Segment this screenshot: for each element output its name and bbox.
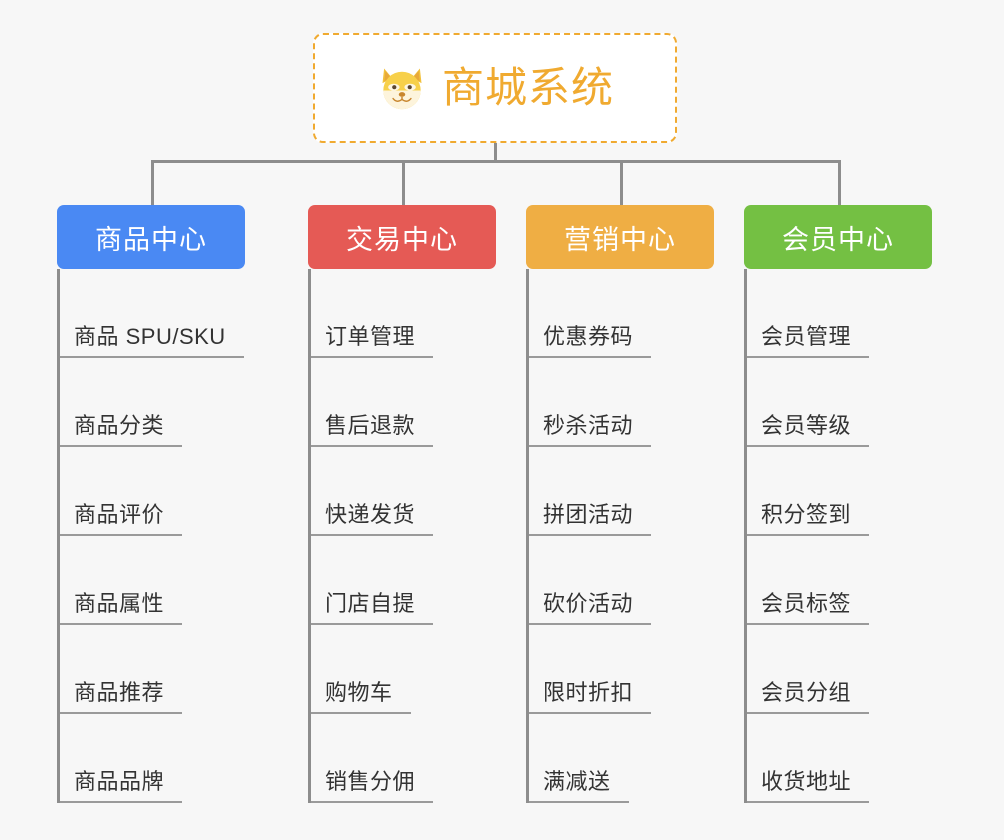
leaf-item[interactable]: 砍价活动: [529, 536, 714, 625]
leaf-underline: 售后退款: [311, 408, 434, 447]
leaf-label: 优惠券码: [543, 324, 634, 349]
leaf-underline: 拼团活动: [529, 497, 652, 536]
leaf-label: 快递发货: [325, 502, 416, 527]
leaf-label: 秒杀活动: [543, 413, 634, 438]
leaf-underline: 订单管理: [311, 319, 434, 358]
leaf-underline: 快递发货: [311, 497, 434, 536]
leaf-underline: 会员等级: [747, 408, 870, 447]
leaf-label: 砍价活动: [543, 591, 634, 616]
root-node[interactable]: 商城系统: [313, 33, 677, 143]
leaf-label: 售后退款: [325, 413, 416, 438]
leaf-underline: 商品品牌: [60, 764, 183, 803]
leaf-underline: 销售分佣: [311, 764, 434, 803]
leaf-item[interactable]: 售后退款: [311, 358, 496, 447]
leaf-underline: 收货地址: [747, 764, 870, 803]
leaf-label: 销售分佣: [325, 769, 416, 794]
leaf-label: 限时折扣: [543, 680, 634, 705]
category-box-member-center[interactable]: 会员中心: [744, 205, 932, 269]
leaf-item[interactable]: 快递发货: [311, 447, 496, 536]
leaf-item[interactable]: 购物车: [311, 625, 496, 714]
drop-connector-2: [402, 160, 405, 205]
leaf-list-marketing-center: 优惠券码秒杀活动拼团活动砍价活动限时折扣满减送: [526, 269, 714, 803]
leaf-item[interactable]: 门店自提: [311, 536, 496, 625]
leaf-underline: 限时折扣: [529, 675, 652, 714]
category-label: 营销中心: [564, 224, 676, 255]
leaf-item[interactable]: 商品属性: [60, 536, 245, 625]
category-label: 交易中心: [346, 224, 458, 255]
leaf-item[interactable]: 会员管理: [747, 269, 932, 358]
leaf-label: 商品 SPU/SKU: [74, 324, 226, 349]
leaf-item[interactable]: 销售分佣: [311, 714, 496, 803]
category-label: 会员中心: [782, 224, 894, 255]
leaf-item[interactable]: 会员等级: [747, 358, 932, 447]
leaf-item[interactable]: 积分签到: [747, 447, 932, 536]
category-label: 商品中心: [95, 224, 207, 255]
leaf-item[interactable]: 优惠券码: [529, 269, 714, 358]
leaf-label: 拼团活动: [543, 502, 634, 527]
leaf-item[interactable]: 订单管理: [311, 269, 496, 358]
leaf-underline: 满减送: [529, 764, 629, 803]
leaf-list-member-center: 会员管理会员等级积分签到会员标签会员分组收货地址: [744, 269, 932, 803]
category-box-trade-center[interactable]: 交易中心: [308, 205, 496, 269]
leaf-item[interactable]: 限时折扣: [529, 625, 714, 714]
column-member-center: 会员中心会员管理会员等级积分签到会员标签会员分组收货地址: [744, 205, 932, 803]
leaf-item[interactable]: 会员标签: [747, 536, 932, 625]
horizontal-bus-connector: [151, 160, 839, 163]
drop-connector-1: [151, 160, 154, 205]
leaf-label: 商品品牌: [74, 769, 165, 794]
leaf-item[interactable]: 商品评价: [60, 447, 245, 536]
root-stem-connector: [494, 143, 497, 161]
leaf-label: 积分签到: [761, 502, 852, 527]
leaf-label: 收货地址: [761, 769, 852, 794]
column-product-center: 商品中心商品 SPU/SKU 商品分类商品评价商品属性商品推荐商品品牌: [57, 205, 245, 803]
leaf-underline: 积分签到: [747, 497, 870, 536]
leaf-item[interactable]: 收货地址: [747, 714, 932, 803]
leaf-underline: 商品属性: [60, 586, 183, 625]
leaf-underline: 砍价活动: [529, 586, 652, 625]
leaf-label: 满减送: [543, 769, 611, 794]
leaf-label: 商品属性: [74, 591, 165, 616]
leaf-label: 商品推荐: [74, 680, 165, 705]
column-trade-center: 交易中心订单管理售后退款快递发货门店自提购物车销售分佣: [308, 205, 496, 803]
leaf-underline: 商品评价: [60, 497, 183, 536]
leaf-label: 订单管理: [325, 324, 416, 349]
leaf-item[interactable]: 满减送: [529, 714, 714, 803]
drop-connector-3: [620, 160, 623, 205]
leaf-label: 会员等级: [761, 413, 852, 438]
leaf-item[interactable]: 拼团活动: [529, 447, 714, 536]
leaf-underline: 秒杀活动: [529, 408, 652, 447]
leaf-label: 商品评价: [74, 502, 165, 527]
leaf-label: 会员标签: [761, 591, 852, 616]
leaf-label: 商品分类: [74, 413, 165, 438]
leaf-label: 会员分组: [761, 680, 852, 705]
leaf-list-trade-center: 订单管理售后退款快递发货门店自提购物车销售分佣: [308, 269, 496, 803]
leaf-underline: 会员分组: [747, 675, 870, 714]
leaf-label: 购物车: [325, 680, 393, 705]
leaf-underline: 优惠券码: [529, 319, 652, 358]
category-box-product-center[interactable]: 商品中心: [57, 205, 245, 269]
leaf-underline: 会员标签: [747, 586, 870, 625]
leaf-underline: 商品分类: [60, 408, 183, 447]
leaf-item[interactable]: 商品品牌: [60, 714, 245, 803]
leaf-underline: 购物车: [311, 675, 411, 714]
category-box-marketing-center[interactable]: 营销中心: [526, 205, 714, 269]
leaf-underline: 商品 SPU/SKU: [60, 319, 244, 358]
leaf-item[interactable]: 秒杀活动: [529, 358, 714, 447]
column-marketing-center: 营销中心优惠券码秒杀活动拼团活动砍价活动限时折扣满减送: [526, 205, 714, 803]
leaf-label: 会员管理: [761, 324, 852, 349]
root-title: 商城系统: [441, 64, 614, 111]
leaf-item[interactable]: 商品推荐: [60, 625, 245, 714]
leaf-item[interactable]: 商品分类: [60, 358, 245, 447]
leaf-list-product-center: 商品 SPU/SKU 商品分类商品评价商品属性商品推荐商品品牌: [57, 269, 245, 803]
drop-connector-4: [838, 160, 841, 205]
leaf-underline: 会员管理: [747, 319, 870, 358]
leaf-label: 门店自提: [325, 591, 416, 616]
leaf-underline: 商品推荐: [60, 675, 183, 714]
shiba-dog-face-icon: [376, 62, 428, 114]
leaf-item[interactable]: 商品 SPU/SKU: [60, 269, 245, 358]
leaf-item[interactable]: 会员分组: [747, 625, 932, 714]
leaf-underline: 门店自提: [311, 586, 434, 625]
